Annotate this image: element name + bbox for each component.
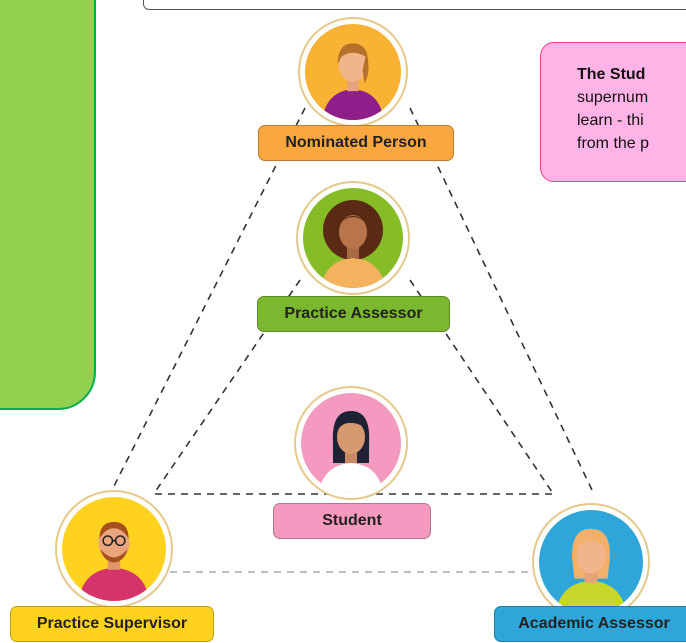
woman-avatar-icon xyxy=(305,24,401,120)
nominated-person-label: Nominated Person xyxy=(258,125,454,161)
callout-heading: The Stud xyxy=(577,66,646,83)
callout-line-2: learn - thi xyxy=(577,112,644,129)
academic-assessor-label: Academic Assessor xyxy=(494,606,686,642)
callout-line-3: from the p xyxy=(577,135,650,152)
academic-assessor-avatar xyxy=(532,503,650,621)
woman-dark-hair-avatar-icon xyxy=(301,393,401,493)
student-label: Student xyxy=(273,503,431,539)
top-cropped-box xyxy=(143,0,686,10)
left-info-panel: ers in ort xyxy=(0,0,96,410)
callout-line-1: supernum xyxy=(577,89,649,106)
practice-assessor-avatar xyxy=(296,181,410,295)
nominated-person-avatar xyxy=(298,17,408,127)
practice-supervisor-avatar xyxy=(55,490,173,608)
woman-curly-hair-avatar-icon xyxy=(303,188,403,288)
student-avatar xyxy=(294,386,408,500)
student-info-callout: The Stud supernum learn - thi from the p xyxy=(540,42,686,182)
line-nominated-to-academic xyxy=(409,107,593,491)
practice-assessor-label: Practice Assessor xyxy=(257,296,450,332)
man-glasses-avatar-icon xyxy=(62,497,166,601)
practice-supervisor-label: Practice Supervisor xyxy=(10,606,214,642)
line-nominated-to-supervisor xyxy=(111,107,306,491)
woman-blonde-avatar-icon xyxy=(539,510,643,614)
